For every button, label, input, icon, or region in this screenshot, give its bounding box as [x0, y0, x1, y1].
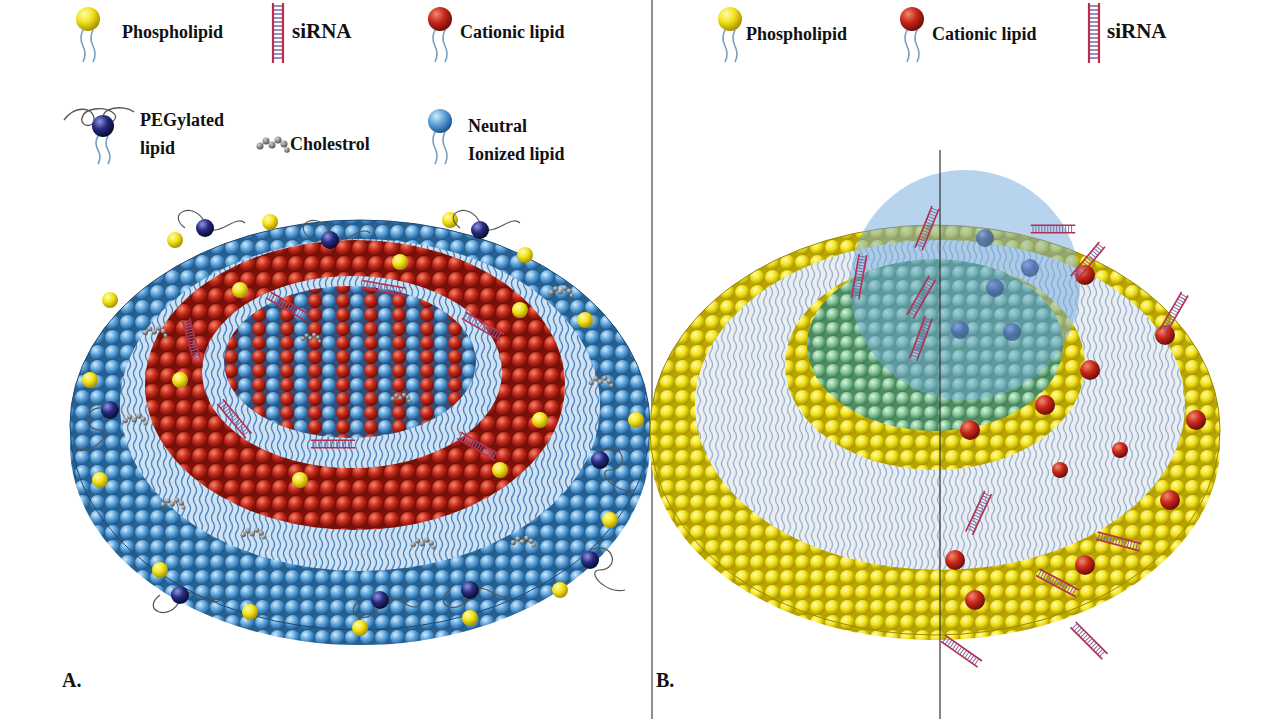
legend-icon	[424, 6, 456, 64]
lnp-b	[650, 150, 1220, 719]
legend-icon	[62, 104, 137, 166]
legend-icon	[1086, 2, 1102, 64]
legend-icon	[714, 6, 746, 64]
legend-text: Cationic lipid	[460, 18, 565, 46]
legend-text: Phospholipid	[122, 18, 223, 46]
panel-label: A.	[62, 666, 81, 694]
legend-text: siRNA	[292, 17, 352, 45]
legend-icon	[896, 6, 928, 64]
legend-text: siRNA	[1107, 17, 1167, 45]
legend-icon	[72, 6, 104, 64]
legend-text: Phospholipid	[746, 20, 847, 48]
legend-icon	[256, 132, 290, 156]
panel-label: B.	[656, 666, 674, 694]
legend-text: Neutral Ionized lipid	[468, 112, 586, 168]
lnp-a	[70, 210, 650, 645]
legend-text: Cationic lipid	[932, 20, 1037, 48]
legend-text: PEGylated lipid	[140, 106, 236, 162]
legend-icon	[270, 2, 286, 64]
legend-icon	[424, 108, 456, 166]
legend-text: Cholestrol	[290, 130, 370, 158]
